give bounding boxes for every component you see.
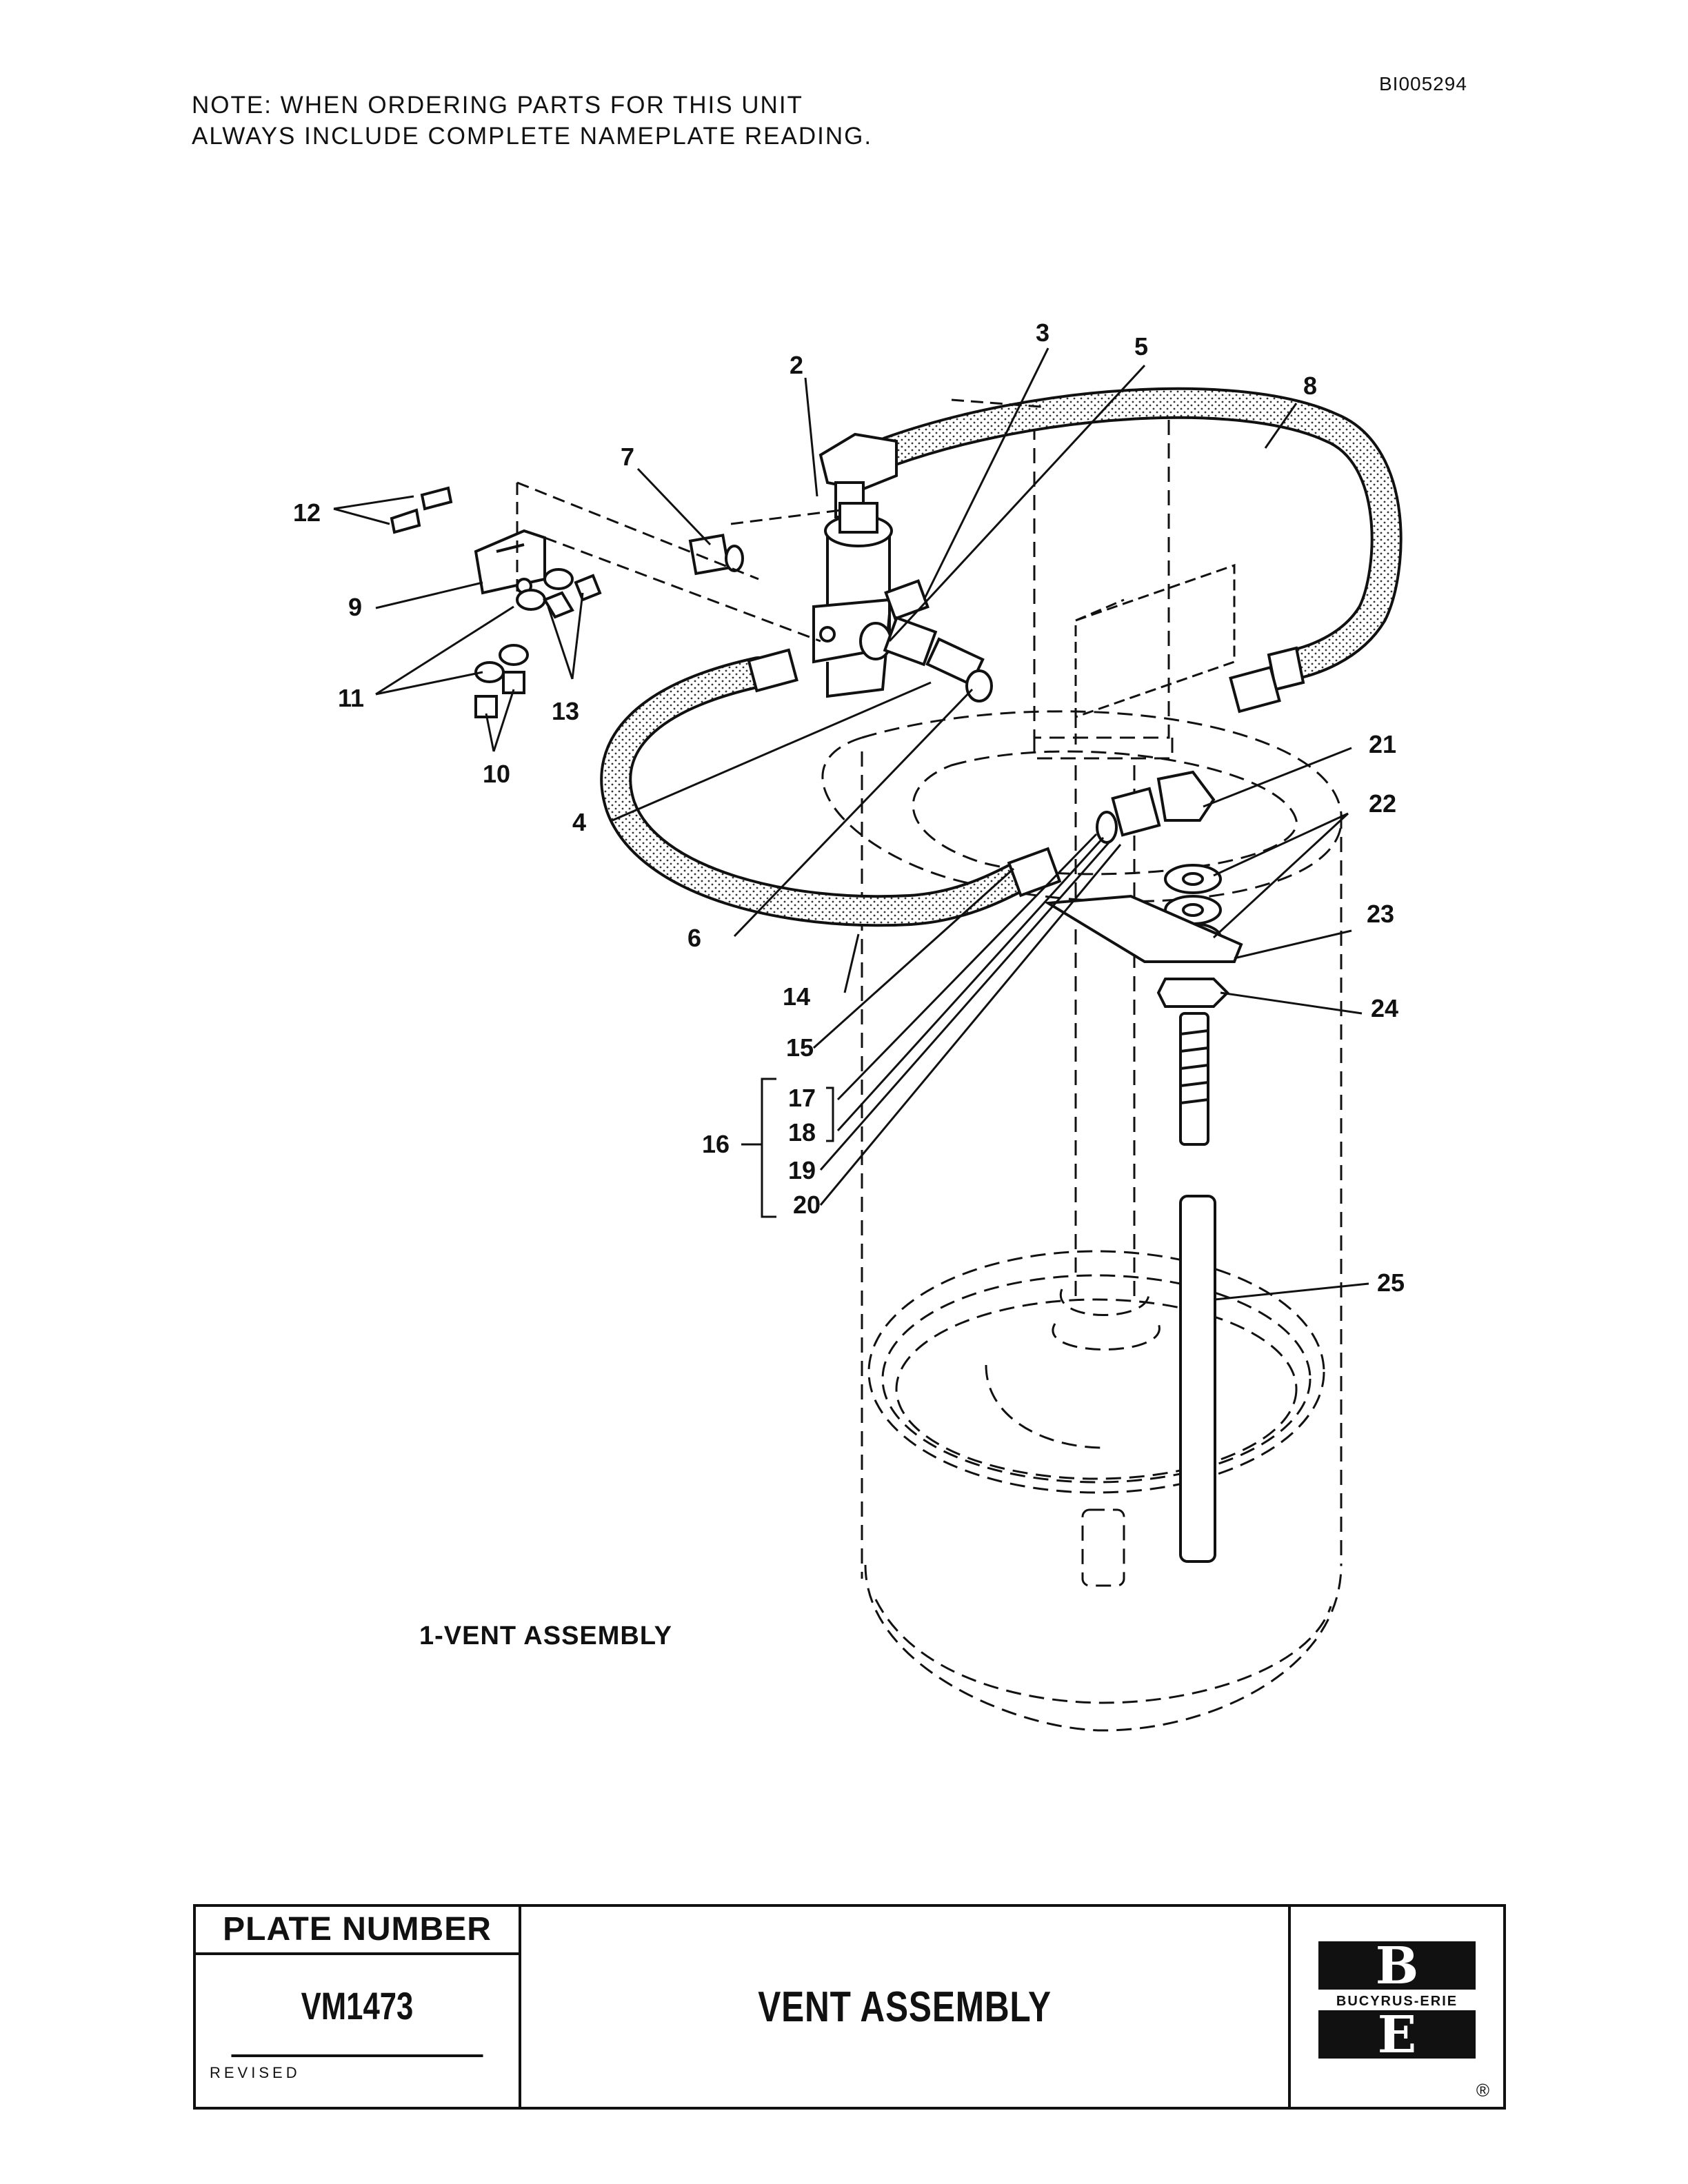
logo-letter-b: B	[1318, 1941, 1476, 1992]
callout-11: 11	[338, 684, 364, 712]
note-line-1: NOTE: WHEN ORDERING PARTS FOR THIS UNIT	[192, 92, 803, 119]
revised-label: REVISED	[210, 2064, 301, 2081]
drawing-title: VENT ASSEMBLY	[758, 1983, 1052, 2031]
callout-9: 9	[348, 593, 362, 621]
callout-6: 6	[687, 924, 701, 952]
plate-number-label: PLATE NUMBER	[196, 1907, 519, 1955]
callout-25: 25	[1377, 1268, 1405, 1297]
callout-19: 19	[788, 1156, 816, 1184]
callout-17: 17	[788, 1084, 816, 1112]
alignment-lines	[516, 398, 1042, 643]
plate-number-value: VM1473	[231, 1955, 483, 2057]
callout-20: 20	[793, 1191, 821, 1219]
logo-letter-e: E	[1318, 2010, 1476, 2061]
callout-21: 21	[1369, 730, 1396, 758]
ordering-note: NOTE: WHEN ORDERING PARTS FOR THIS UNIT …	[192, 90, 872, 152]
mounting-bracket-9	[474, 529, 546, 595]
document-id: BI005294	[1379, 73, 1467, 94]
callout-22: 22	[1369, 789, 1396, 818]
callout-13: 13	[552, 697, 579, 725]
callout-2: 2	[790, 351, 803, 379]
elbow-21	[1096, 770, 1216, 844]
vent-valve-body	[812, 502, 893, 698]
leader-lines	[333, 347, 1369, 1301]
title-block: PLATE NUMBER VM1473 REVISED VENT ASSEMBL…	[193, 1904, 1506, 2110]
grease-drum-phantom	[821, 412, 1343, 1732]
note-line-2: ALWAYS INCLUDE COMPLETE NAMEPLATE READIN…	[192, 123, 873, 150]
plate-number-cell: PLATE NUMBER VM1473 REVISED	[196, 1907, 521, 2107]
callout-16: 16	[702, 1130, 730, 1158]
callout-8: 8	[1303, 372, 1317, 400]
valve-fittings	[859, 579, 993, 702]
hose-8-fittings	[818, 432, 1305, 714]
callout-12: 12	[293, 498, 321, 527]
pump-head-block	[1074, 563, 1236, 745]
registered-mark: ®	[1476, 2080, 1489, 2101]
callout-4: 4	[572, 808, 586, 836]
screws-12	[390, 486, 453, 534]
plate-23	[1043, 894, 1243, 963]
callout-18: 18	[788, 1118, 816, 1146]
callout-7: 7	[621, 443, 634, 471]
nipple-24	[1179, 1012, 1209, 1146]
callout-15: 15	[786, 1033, 814, 1062]
logo-company-name: BUCYRUS-ERIE	[1336, 1994, 1458, 2009]
callout-3: 3	[1036, 318, 1049, 347]
callout-24: 24	[1371, 994, 1398, 1022]
drawing-title-cell: VENT ASSEMBLY	[521, 1907, 1291, 2107]
bucyrus-erie-logo: B BUCYRUS-ERIE E ®	[1291, 1907, 1503, 2107]
hose-8	[874, 387, 1403, 681]
callout-5: 5	[1134, 332, 1148, 361]
callout-23: 23	[1367, 900, 1394, 928]
callout-14: 14	[783, 982, 810, 1011]
pipe-25	[1179, 1195, 1216, 1563]
nut-24	[1156, 978, 1229, 1008]
callout-10: 10	[483, 760, 510, 788]
hose-14	[600, 656, 1036, 927]
hose-14-fittings	[747, 648, 1062, 898]
washers-nuts-11-13	[474, 568, 602, 683]
diagram-caption: 1-VENT ASSEMBLY	[419, 1621, 672, 1650]
